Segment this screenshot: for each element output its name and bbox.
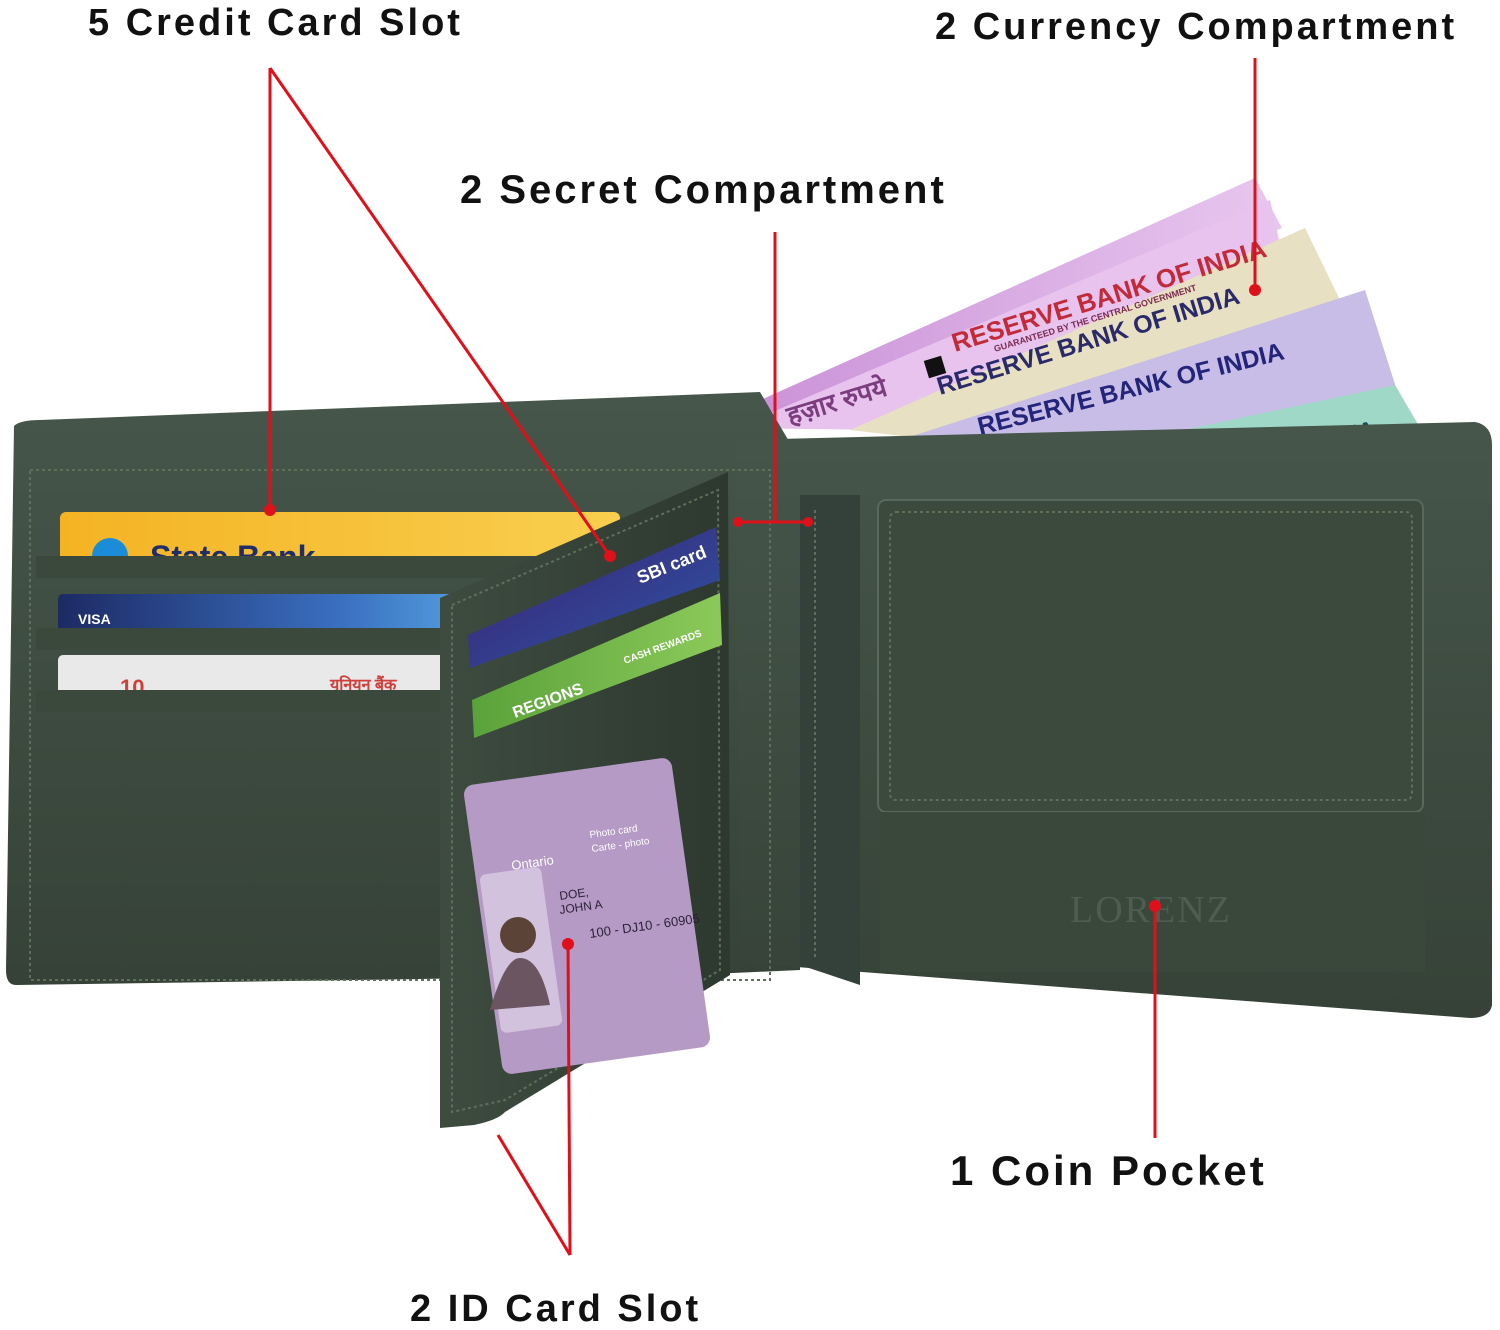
id-person-icon: [500, 917, 536, 953]
coin-pocket[interactable]: [877, 499, 1424, 813]
secret-compartment[interactable]: [800, 495, 860, 985]
id-flap: SBI card CASH REWARDS REGIONS Ontario Ph…: [440, 472, 730, 1128]
card-sbi: [60, 512, 620, 570]
id-province: Ontario: [510, 852, 554, 873]
coin-pocket-flap-stitch: [889, 511, 1413, 801]
pointer-id-right: [566, 943, 572, 1256]
pointer-id-left: [496, 1134, 572, 1256]
id-name-1: DOE,: [558, 885, 589, 903]
left-panel-stitch: [29, 469, 771, 981]
banknote-beige: [850, 228, 1340, 445]
dot-currency: [1249, 284, 1261, 296]
slot-1-edge: [36, 556, 636, 578]
card-slot-3[interactable]: 10 यूनियन बैंक: [36, 655, 478, 712]
id-card-slot[interactable]: Ontario Photo card Carte - photo DOE, JO…: [463, 757, 712, 1075]
card-union: [58, 655, 478, 700]
pointer-lines: [268, 58, 1257, 1256]
label-secret-compartment: 2 Secret Compartment: [460, 168, 947, 212]
id-name-2: JOHN A: [558, 897, 603, 917]
dot-secret-r: [803, 517, 813, 527]
card-regions: [472, 593, 722, 738]
label-currency-compartment: 2 Currency Compartment: [935, 6, 1458, 48]
dot-credit-2: [604, 550, 616, 562]
card-slot-2[interactable]: VISA: [36, 594, 528, 650]
pointer-dots: [264, 284, 1261, 950]
dot-credit: [264, 504, 276, 516]
banknotes: RESERVE BANK OF INDIA GUARANTEED BY THE …: [716, 178, 1440, 467]
label-coin-pocket: 1 Coin Pocket: [950, 1147, 1267, 1194]
slot-2-edge: [36, 628, 506, 650]
dot-secret-l: [733, 517, 743, 527]
brand-logo: LORENZ: [1070, 889, 1232, 931]
label-credit-card-slot: 5 Credit Card Slot: [88, 2, 463, 44]
wallet: LORENZ State Bank VISA 10 यूनियन बैंक: [6, 392, 1492, 1128]
note-square: [923, 355, 947, 379]
banknote-pink: [716, 178, 1282, 440]
dot-id: [562, 938, 574, 950]
label-id-card-slot: 2 ID Card Slot: [410, 1288, 702, 1330]
coin-pocket-lower: [880, 812, 1425, 972]
card-slot-1[interactable]: State Bank: [36, 512, 636, 578]
slot-3-edge: [36, 690, 456, 712]
dot-coin: [1149, 900, 1161, 912]
id-person-body-icon: [490, 958, 550, 1010]
pointer-credit-right: [268, 67, 612, 557]
card-visa-label: VISA: [78, 611, 111, 627]
card-sbicard: [468, 527, 720, 668]
